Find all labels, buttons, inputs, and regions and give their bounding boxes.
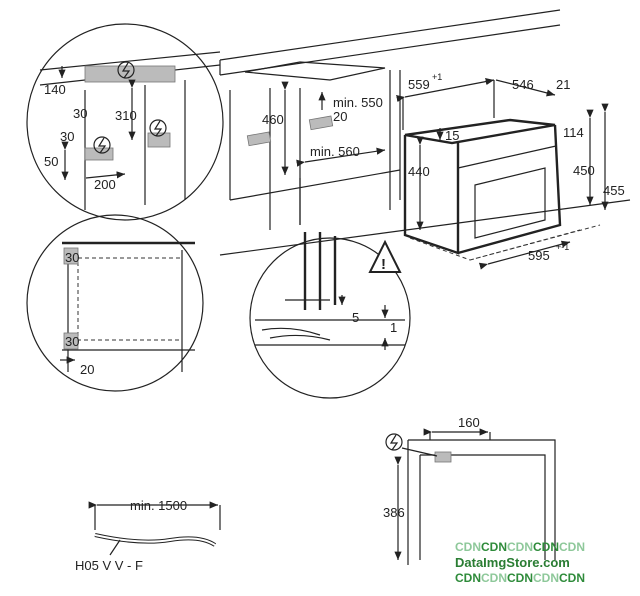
dim-559-tolerance: +1 [432, 72, 442, 82]
dim-595-tolerance: +-1 [556, 242, 569, 252]
dim-310: 310 [115, 108, 137, 123]
dim-1: 1 [390, 320, 397, 335]
dim-20: 20 [333, 109, 347, 124]
dim-546: 546 [512, 77, 534, 92]
oven-drawing: 559 +1 546 21 15 440 114 450 455 595 +-1 [396, 72, 625, 270]
dim-5: 5 [352, 310, 359, 325]
watermark-cdn: CDN [559, 571, 585, 585]
dim-200: 200 [94, 177, 116, 192]
dim-114: 114 [563, 125, 584, 140]
dim-559: 559 [408, 77, 430, 92]
watermark-cdn: CDN [559, 540, 585, 554]
dim-450: 450 [573, 163, 595, 178]
watermark-line-3: CDNCDNCDNCDNCDN [455, 571, 585, 585]
svg-text:!: ! [381, 256, 386, 273]
dim-160: 160 [458, 415, 480, 430]
watermark-cdn: CDN [507, 540, 533, 554]
kitchen-cabinet: 460 min. 550 20 min. 560 [219, 9, 631, 256]
side-view: 160 386 [383, 415, 556, 565]
cable-length: min. 1500 [130, 498, 187, 513]
dim-595: 595 [528, 248, 550, 263]
dim-455: 455 [603, 183, 625, 198]
watermark-cdn: CDN [455, 571, 481, 585]
dim-min-560: min. 560 [310, 144, 360, 159]
watermark-cdn: CDN [507, 571, 533, 585]
dim-min-550: min. 550 [333, 95, 383, 110]
watermark-cdn: CDN [533, 540, 559, 554]
watermark-cdn: CDN [533, 571, 559, 585]
dim-30-mid: 30 [60, 129, 74, 144]
watermark-line-1: CDNCDNCDNCDNCDN [455, 540, 585, 554]
power-cable: min. 1500 H05 V V - F [75, 498, 221, 573]
electric-connection-icon [93, 61, 167, 154]
dim-30-top: 30 [73, 106, 87, 121]
watermark-site: DataImgStore.com [455, 555, 570, 570]
watermark-cdn: CDN [455, 540, 481, 554]
cable-type: H05 V V - F [75, 558, 143, 573]
dim-30-bottom: 30 [65, 334, 79, 349]
detail-electrical-position: 140 310 30 30 50 200 [26, 23, 224, 221]
dim-440: 440 [408, 164, 430, 179]
dim-20: 20 [80, 362, 94, 377]
dim-15: 15 [445, 128, 459, 143]
detail-cabinet-clearance: 30 30 20 [26, 214, 204, 392]
warning-icon: ! [368, 239, 402, 273]
dim-21: 21 [556, 77, 570, 92]
dim-30-top: 30 [65, 250, 79, 265]
electric-connection-icon [385, 433, 403, 451]
watermark-cdn: CDN [481, 571, 507, 585]
dim-460: 460 [262, 112, 284, 127]
dim-386: 386 [383, 505, 405, 520]
dim-140: 140 [44, 82, 66, 97]
dim-50: 50 [44, 154, 58, 169]
detail-door-gap: ! 5 1 [249, 232, 411, 399]
watermark-cdn: CDN [481, 540, 507, 554]
